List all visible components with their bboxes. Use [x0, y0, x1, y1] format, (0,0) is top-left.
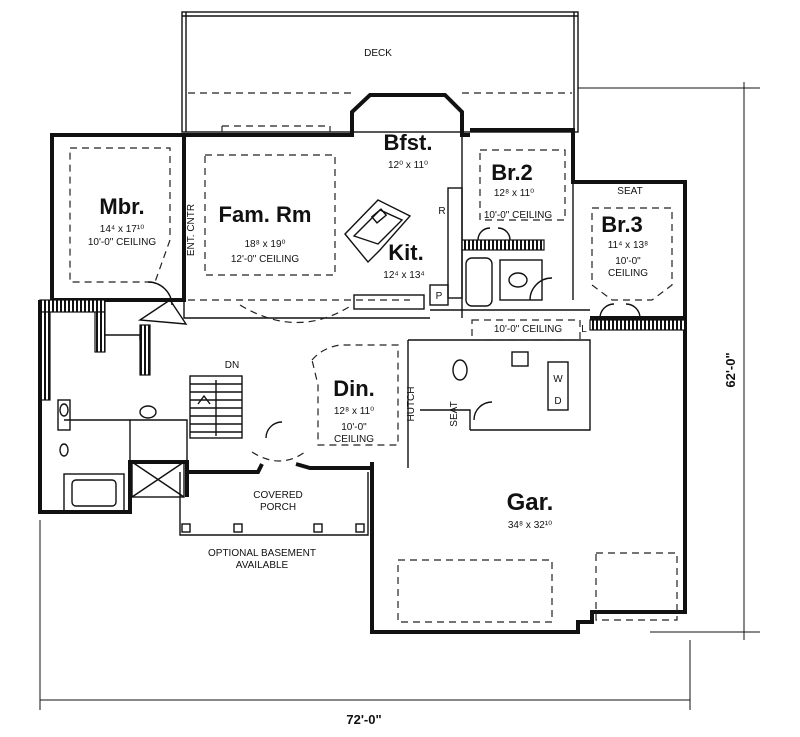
r-label: R — [438, 206, 445, 217]
deck-label: DECK — [364, 48, 392, 59]
ent-cntr-label: ENT. CNTR — [186, 204, 197, 256]
p-label: P — [436, 291, 443, 302]
din-dims: 12⁸ x 11⁰ — [334, 406, 374, 417]
dn-label: DN — [225, 360, 239, 371]
br3-name: Br.3 — [601, 212, 643, 237]
basement-note-2: AVAILABLE — [236, 560, 289, 571]
gar-dims: 34⁸ x 32¹⁰ — [508, 520, 552, 531]
br2-dims: 12⁸ x 11⁰ — [494, 188, 534, 199]
bfst-name: Bfst. — [384, 130, 433, 155]
br2-name: Br.2 — [491, 160, 533, 185]
porch-name-1: COVERED — [253, 490, 302, 501]
kitchen-island — [344, 187, 463, 310]
fam-ceiling: 12'-0" CEILING — [231, 254, 299, 265]
br2-ceiling: 10'-0" CEILING — [484, 210, 552, 221]
hall-ceiling-label: 10'-0" CEILING — [494, 324, 562, 335]
room-labels: Mbr. 14⁴ x 17¹⁰ 10'-0" CEILING Fam. Rm 1… — [88, 130, 738, 727]
width-dimension: 72'-0" — [346, 712, 381, 727]
kit-dims: 12⁴ x 13⁴ — [383, 270, 424, 281]
porch — [179, 472, 369, 536]
stairs — [189, 375, 243, 439]
br3-ceiling-1: 10'-0" — [615, 256, 641, 267]
kit-name: Kit. — [388, 240, 423, 265]
bath-fixtures — [57, 257, 569, 513]
din-name: Din. — [333, 376, 375, 401]
mbr-ceiling: 10'-0" CEILING — [88, 237, 156, 248]
mbr-name: Mbr. — [99, 194, 144, 219]
exterior-walls — [38, 93, 687, 634]
l-label: L — [581, 324, 587, 335]
bfst-dims: 12⁰ x 11⁰ — [388, 160, 428, 171]
depth-dimension: 62'-0" — [723, 352, 738, 387]
gar-name: Gar. — [507, 489, 554, 516]
d-label: D — [554, 396, 561, 407]
seat-br3-label: SEAT — [617, 186, 642, 197]
fam-dims: 18⁸ x 19⁰ — [244, 239, 285, 250]
doors — [137, 227, 641, 439]
ceiling-outlines — [69, 125, 678, 623]
interior-walls — [39, 135, 686, 468]
br3-dims: 11⁴ x 13⁸ — [608, 240, 649, 251]
hutch-label: HUTCH — [406, 387, 417, 422]
mbr-dims: 14⁴ x 17¹⁰ — [100, 224, 144, 235]
basement-note-1: OPTIONAL BASEMENT — [208, 548, 316, 559]
deck: DECK — [181, 11, 579, 133]
fam-name: Fam. Rm — [219, 202, 312, 227]
dimension-lines — [39, 82, 760, 710]
din-ceiling-2: CEILING — [334, 434, 374, 445]
br3-ceiling-2: CEILING — [608, 268, 648, 279]
seat-hall-label: SEAT — [449, 401, 460, 426]
din-ceiling-1: 10'-0" — [341, 422, 367, 433]
porch-name-2: PORCH — [260, 502, 296, 513]
w-label: W — [553, 374, 563, 385]
